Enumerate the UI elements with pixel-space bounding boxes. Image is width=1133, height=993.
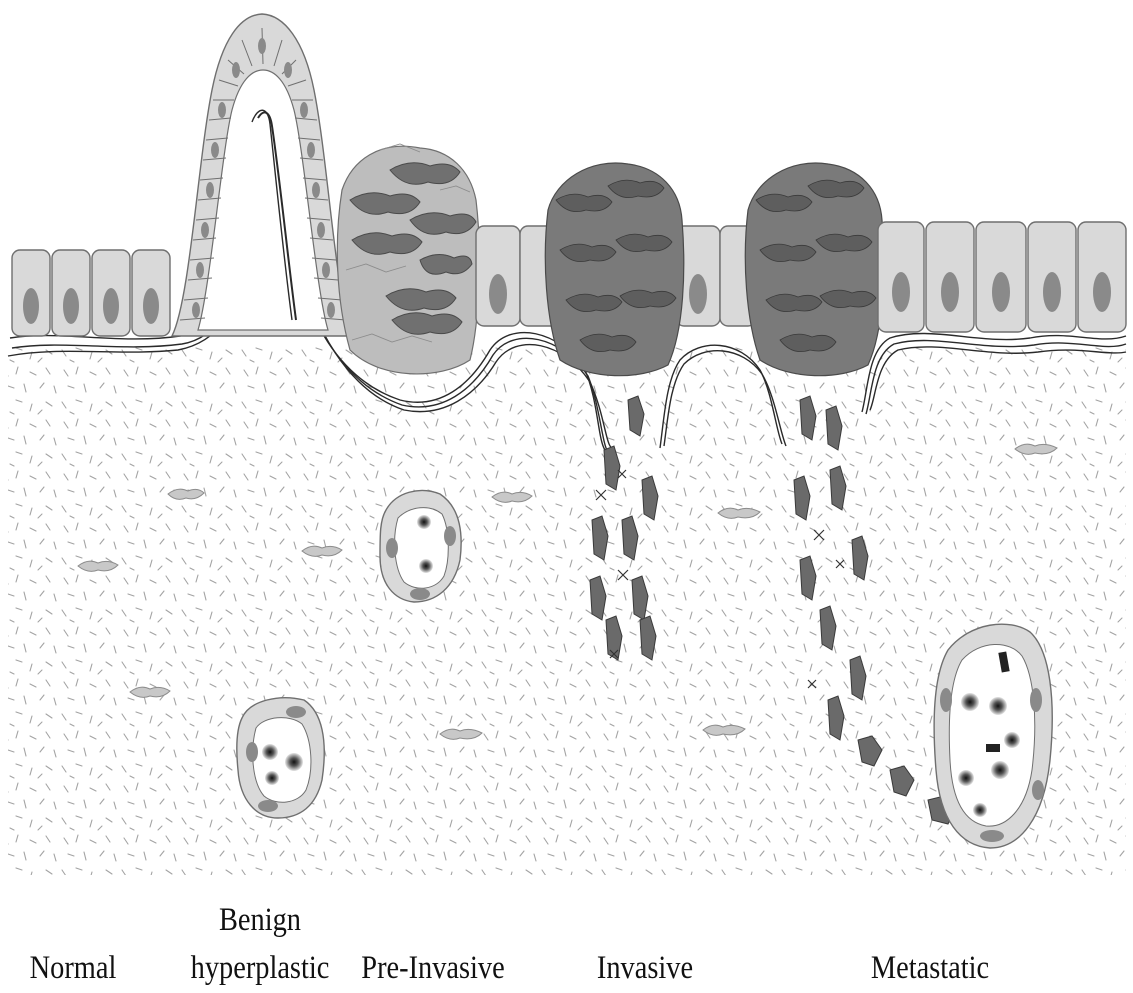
- blood-vessel-small-center: [380, 491, 461, 602]
- normal-epithelium-right: [878, 222, 1126, 332]
- label-pre-invasive: Pre-Invasive: [360, 948, 506, 988]
- blood-vessel-small-left: [237, 698, 324, 818]
- pre-invasive-lesion: [337, 144, 479, 374]
- normal-epithelium-left: [12, 250, 170, 336]
- label-normal: Normal: [26, 948, 121, 988]
- blood-vessel-large-metastatic: [934, 624, 1052, 848]
- label-hyperplastic: hyperplastic: [174, 948, 346, 988]
- hyperplastic-dome: [172, 14, 352, 336]
- label-invasive: Invasive: [589, 948, 701, 988]
- label-benign: Benign: [191, 900, 329, 940]
- label-metastatic: Metastatic: [861, 948, 999, 988]
